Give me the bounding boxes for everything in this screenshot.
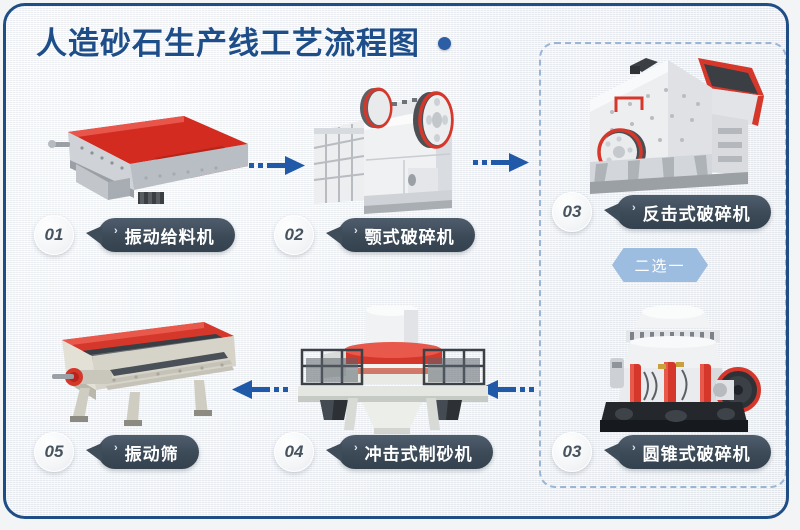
chevron-right-icon: ›: [114, 442, 119, 454]
impact-crusher-icon: [572, 54, 774, 200]
step-badge-04: 04: [274, 432, 314, 472]
step-label-02[interactable]: › 颚式破碎机: [326, 218, 475, 252]
dot-icon: [438, 37, 451, 50]
vibrating-feeder-icon: [34, 104, 252, 214]
step-label-05-text: 振动筛: [124, 444, 179, 464]
step-label-04[interactable]: › 冲击式制砂机: [326, 435, 493, 469]
step-badge-05: 05: [34, 432, 74, 472]
cone-crusher-icon: [586, 302, 776, 440]
step-badge-03-impact: 03: [552, 192, 592, 232]
step-badge-02: 02: [274, 215, 314, 255]
option-choice-badge: 二选一: [612, 248, 708, 282]
step-label-01[interactable]: › 振动给料机: [86, 218, 235, 252]
vibrating-screen-icon: [44, 314, 244, 432]
chevron-right-icon: ›: [632, 442, 637, 454]
chevron-right-icon: ›: [114, 225, 119, 237]
step-label-03-impact-text: 反击式破碎机: [642, 204, 751, 224]
sand-making-machine-icon: [284, 306, 498, 434]
page-frame: 人造砂石生产线工艺流程图: [3, 3, 789, 519]
chevron-right-icon: ›: [354, 442, 359, 454]
step-label-03-cone-text: 圆锥式破碎机: [642, 444, 751, 464]
arrow-jaw-to-impact: [473, 151, 533, 175]
step-label-05[interactable]: › 振动筛: [86, 435, 199, 469]
step-label-01-text: 振动给料机: [124, 227, 215, 247]
chevron-right-icon: ›: [354, 225, 359, 237]
page-title: 人造砂石生产线工艺流程图: [36, 28, 451, 59]
page-title-text: 人造砂石生产线工艺流程图: [36, 26, 420, 61]
step-label-02-text: 颚式破碎机: [364, 227, 455, 247]
arrow-sandmaker-to-screen: [228, 378, 288, 402]
step-label-03-cone[interactable]: › 圆锥式破碎机: [604, 435, 771, 469]
arrow-feeder-to-jaw: [249, 154, 309, 178]
option-choice-label: 二选一: [634, 257, 686, 275]
step-label-04-text: 冲击式制砂机: [364, 444, 473, 464]
step-label-03-impact[interactable]: › 反击式破碎机: [604, 195, 771, 229]
option-group-container: [539, 42, 786, 488]
step-badge-01: 01: [34, 215, 74, 255]
step-badge-03-cone: 03: [552, 432, 592, 472]
jaw-crusher-icon: [312, 68, 472, 216]
chevron-right-icon: ›: [632, 202, 637, 214]
